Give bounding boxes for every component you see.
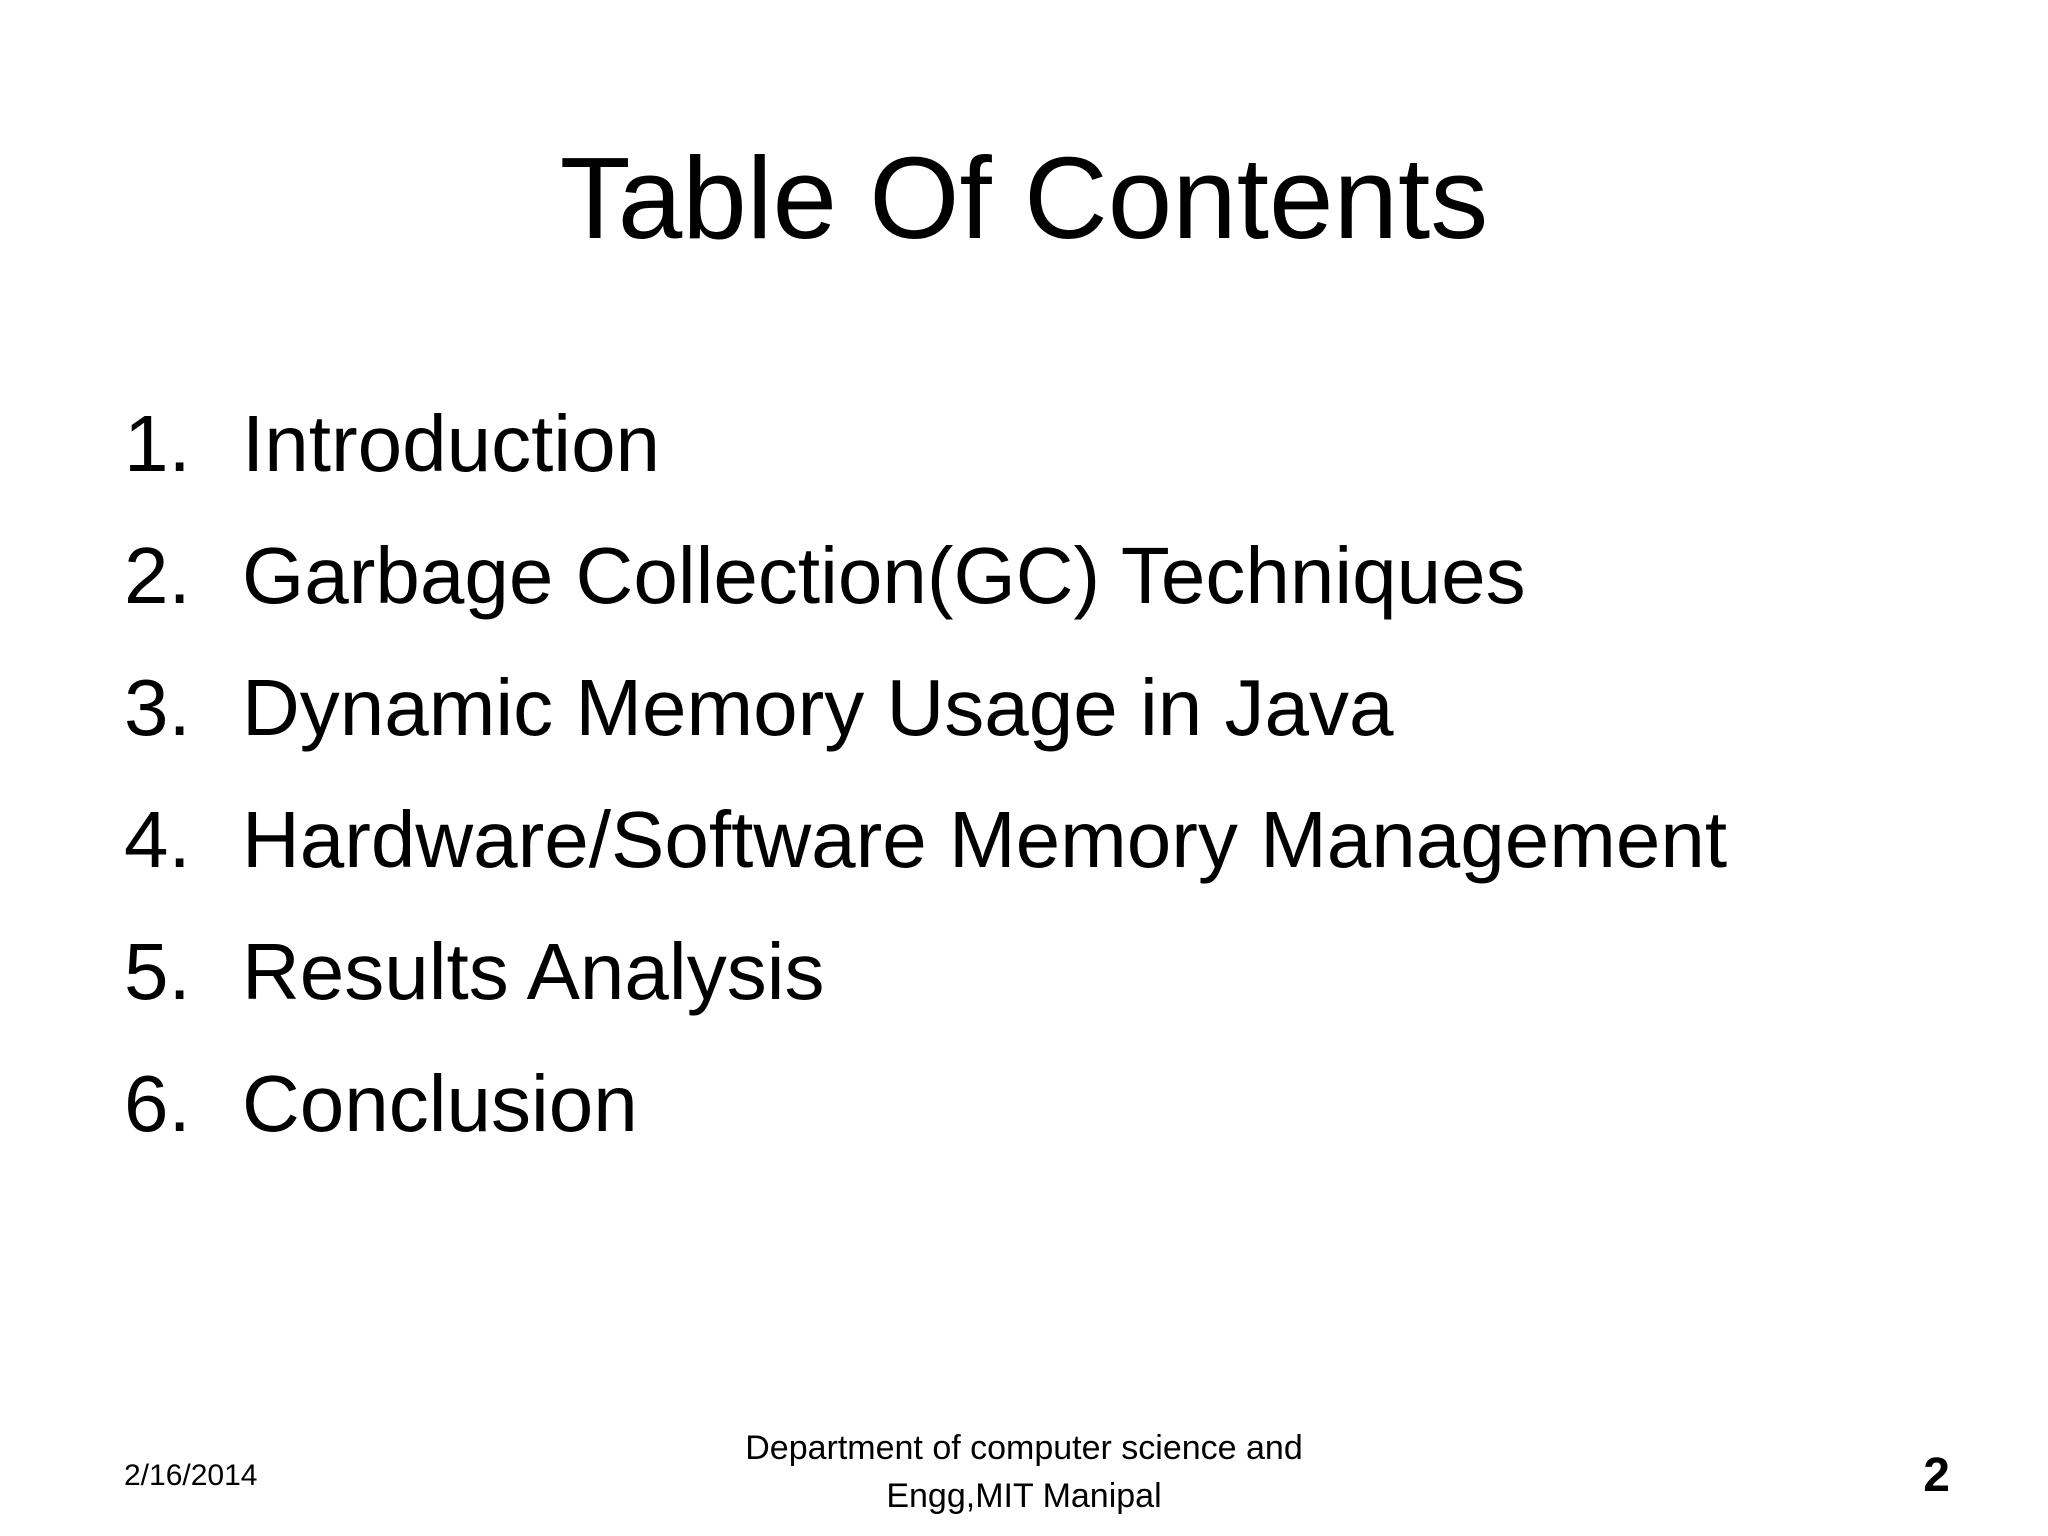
list-item-text: Introduction (242, 399, 661, 488)
list-item: 6. Conclusion (124, 1038, 1727, 1170)
list-item-text: Conclusion (242, 1059, 638, 1148)
list-item-text: Garbage Collection(GC) Techniques (242, 531, 1526, 620)
list-item-number: 1. (124, 399, 191, 488)
slide-title: Table Of Contents (559, 133, 1489, 263)
list-item-text: Results Analysis (242, 927, 825, 1016)
list-item-number: 5. (124, 927, 191, 1016)
list-item-number: 2. (124, 531, 191, 620)
page-number: 2 (1923, 1449, 1950, 1502)
table-of-contents-list: 1. Introduction 2. Garbage Collection(GC… (124, 378, 1727, 1170)
list-item-number: 6. (124, 1059, 191, 1148)
list-item-text: Dynamic Memory Usage in Java (242, 663, 1394, 752)
footer-date: 2/16/2014 (124, 1459, 258, 1492)
list-item-text: Hardware/Software Memory Management (242, 795, 1728, 884)
list-item: 4. Hardware/Software Memory Management (124, 774, 1727, 906)
list-item: 2. Garbage Collection(GC) Techniques (124, 510, 1727, 642)
list-item: 1. Introduction (124, 378, 1727, 510)
list-item-number: 3. (124, 663, 191, 752)
footer-department: Department of computer science and Engg,… (674, 1424, 1374, 1520)
footer-department-line1: Department of computer science and (745, 1429, 1303, 1467)
list-item-number: 4. (124, 795, 191, 884)
list-item: 3. Dynamic Memory Usage in Java (124, 642, 1727, 774)
list-item: 5. Results Analysis (124, 906, 1727, 1038)
footer-department-line2: Engg,MIT Manipal (886, 1477, 1162, 1515)
